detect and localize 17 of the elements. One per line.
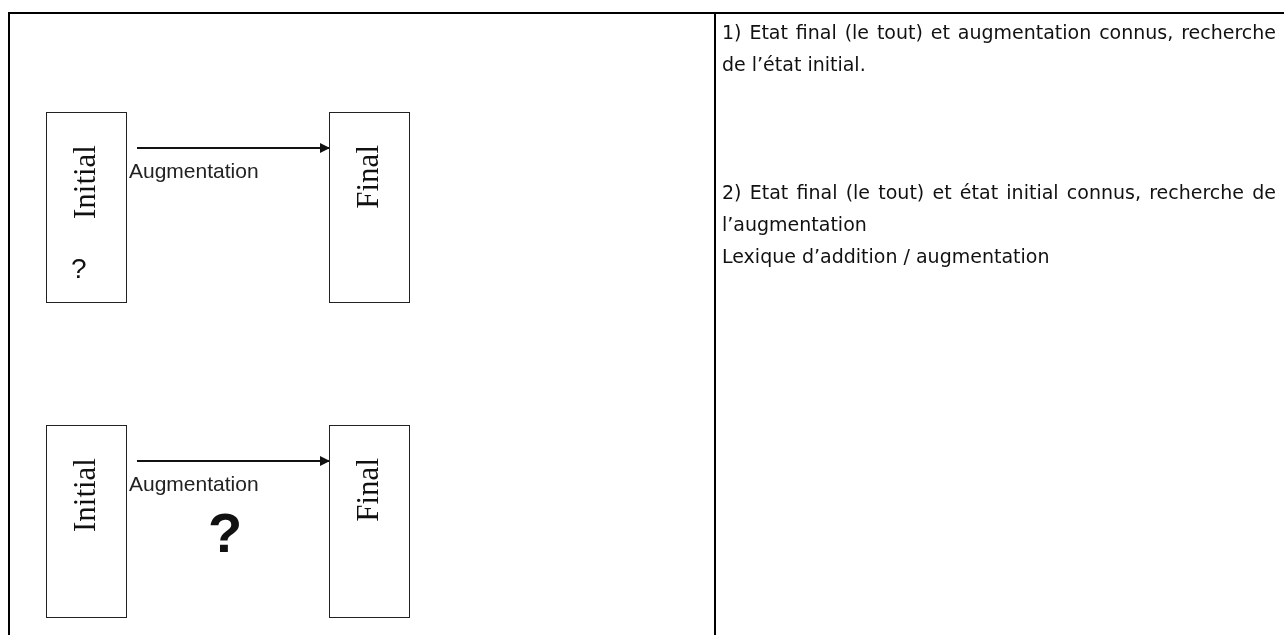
state-label: Initial	[69, 145, 100, 220]
state-box	[46, 425, 127, 618]
numbered-paragraph: 1) Etat final (le tout) et augmentation connus, recherche de l’état initial.	[722, 20, 1276, 77]
state-label: Final	[352, 458, 383, 522]
edge-label: Augmentation	[129, 160, 259, 181]
question-mark: ?	[71, 255, 87, 283]
state-box	[46, 112, 127, 303]
state-box	[329, 425, 410, 618]
state-label: Initial	[69, 458, 100, 533]
numbered-paragraph: 2) Etat final (le tout) et état initial connus, recherche de l’augmentation	[722, 180, 1276, 237]
arrow	[136, 456, 330, 466]
state-label: Final	[352, 145, 383, 209]
state-box	[329, 112, 410, 303]
question-mark: ?	[208, 505, 243, 561]
note-text: Lexique d’addition / augmentation	[722, 244, 1051, 269]
edge-label: Augmentation	[129, 473, 259, 494]
arrow	[136, 143, 330, 153]
